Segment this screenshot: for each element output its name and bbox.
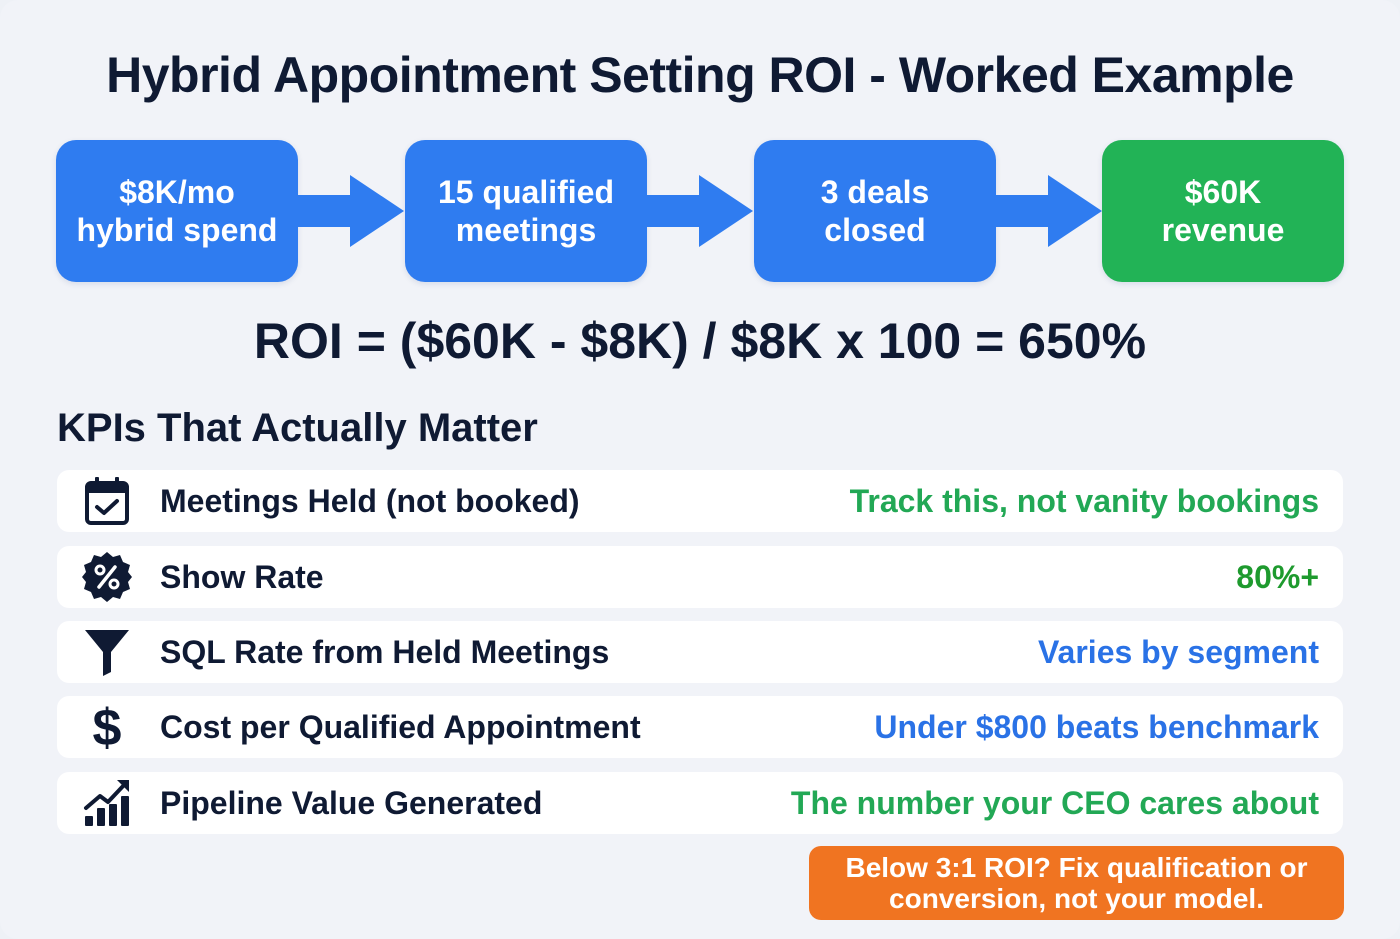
flow-step-spend: $8K/mo hybrid spend — [56, 140, 298, 282]
callout-line2: conversion, not your model. — [889, 883, 1264, 914]
roi-formula: ROI = ($60K - $8K) / $8K x 100 = 650% — [253, 313, 1147, 369]
funnel-icon — [81, 629, 133, 676]
flow-step-line1: 3 deals — [820, 174, 930, 210]
callout-line1: Below 3:1 ROI? Fix qualification or — [845, 852, 1308, 883]
flow-step-line2: hybrid spend — [76, 212, 278, 248]
arrow-right-icon — [647, 175, 753, 247]
svg-text:$: $ — [93, 701, 122, 753]
kpi-label: Cost per Qualified Appointment — [160, 708, 641, 745]
kpi-value: Under $800 beats benchmark — [874, 708, 1319, 745]
kpi-value: 80%+ — [1236, 558, 1319, 595]
flow-step-line1: 15 qualified — [437, 174, 615, 210]
kpi-value: Varies by segment — [1037, 633, 1319, 670]
roi-warning-callout: Below 3:1 ROI? Fix qualification or conv… — [809, 846, 1344, 920]
dollar-icon: $ — [81, 701, 133, 753]
kpi-label: Pipeline Value Generated — [160, 784, 543, 821]
growth-chart-icon — [81, 780, 133, 826]
kpi-row-pipeline-value: Pipeline Value Generated The number your… — [57, 772, 1343, 834]
flow-step-line2: closed — [824, 212, 926, 248]
flow-step-revenue: $60K revenue — [1102, 140, 1344, 282]
kpi-label: Meetings Held (not booked) — [160, 482, 580, 519]
flow-step-line2: revenue — [1161, 212, 1285, 248]
kpi-row-cost-per-appointment: $ Cost per Qualified Appointment Under $… — [57, 696, 1343, 758]
kpi-value: Track this, not vanity bookings — [849, 482, 1319, 519]
flow-step-line1: $60K — [1184, 174, 1262, 210]
flow-step-meetings: 15 qualified meetings — [405, 140, 647, 282]
calendar-check-icon — [81, 477, 133, 525]
kpi-label: Show Rate — [160, 558, 324, 595]
flow-step-deals: 3 deals closed — [754, 140, 996, 282]
arrow-right-icon — [298, 175, 404, 247]
flow-step-line2: meetings — [455, 212, 597, 248]
page-title: Hybrid Appointment Setting ROI - Worked … — [106, 47, 1294, 103]
kpi-value: The number your CEO cares about — [790, 784, 1319, 821]
kpi-row-show-rate: Show Rate 80%+ — [57, 546, 1343, 608]
kpi-row-sql-rate: SQL Rate from Held Meetings Varies by se… — [57, 621, 1343, 683]
arrow-right-icon — [996, 175, 1102, 247]
kpi-row-meetings-held: Meetings Held (not booked) Track this, n… — [57, 470, 1343, 532]
kpi-label: SQL Rate from Held Meetings — [160, 633, 610, 670]
flow-step-line1: $8K/mo — [119, 174, 235, 210]
kpi-section-heading: KPIs That Actually Matter — [57, 406, 538, 450]
percent-badge-icon — [81, 552, 133, 602]
